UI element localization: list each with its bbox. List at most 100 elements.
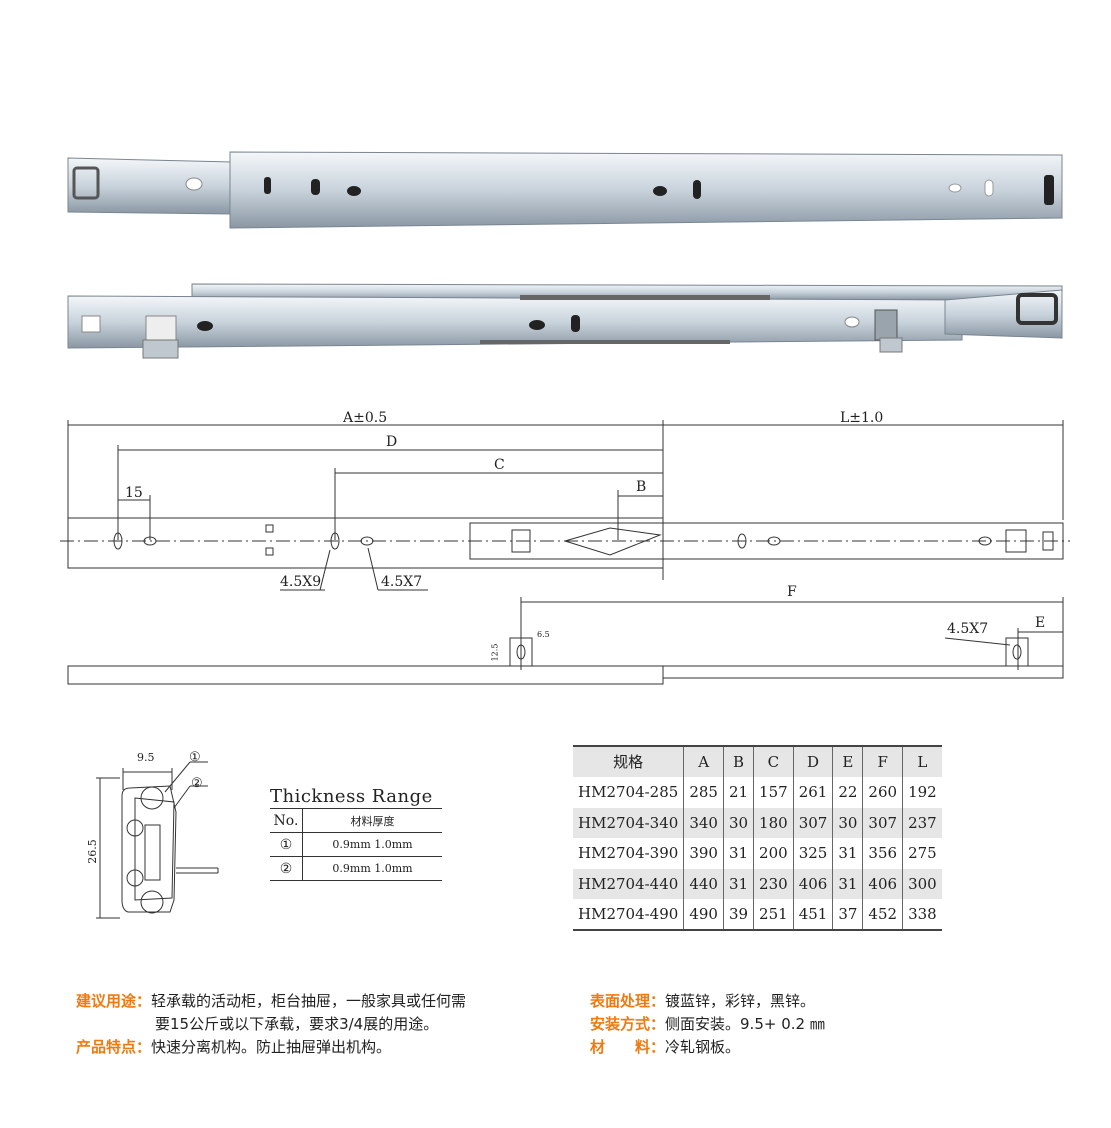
- hole-4-5x9-label: 4.5X9: [280, 574, 322, 590]
- row-value: 0.9mm 1.0mm: [332, 838, 413, 851]
- thickness-row: ① 0.9mm 1.0mm: [270, 833, 442, 857]
- spec-cell: HM2704-285: [578, 783, 679, 802]
- spec-cell: 440: [683, 868, 724, 899]
- callout-1: ①: [189, 750, 201, 765]
- spec-cell: HM2704-440: [578, 874, 679, 893]
- spec-cell: 261: [792, 777, 833, 808]
- spec-header-cell: 规格: [613, 753, 644, 772]
- callout-2: ②: [191, 776, 203, 791]
- slide-photo-extended: [67, 283, 1063, 359]
- header-no: No.: [270, 809, 303, 832]
- row-value: 0.9mm 1.0mm: [332, 862, 413, 875]
- spec-cell: 451: [792, 899, 833, 930]
- dim-a-label: A±0.5: [343, 410, 388, 426]
- spec-cell: 338: [902, 899, 942, 930]
- dim-l-label: L±1.0: [840, 410, 884, 426]
- spec-cell: 307: [862, 807, 903, 838]
- usage-text: 轻承载的活动柜，柜台抽屉，一般家具或任何需: [151, 992, 467, 1010]
- dim-b-label: B: [636, 479, 647, 495]
- spec-header-cell: D: [792, 746, 833, 777]
- spec-cell: HM2704-390: [578, 844, 679, 863]
- spec-cell: 325: [792, 838, 833, 869]
- spec-cell: 22: [832, 777, 863, 808]
- material-text: 冷轧钢板。: [665, 1038, 741, 1056]
- thickness-range-table: Thickness Range No. 材料厚度 ① 0.9mm 1.0mm ② 0.…: [270, 786, 442, 881]
- surface-label: 表面处理：: [590, 992, 666, 1010]
- spec-cell: 31: [832, 838, 863, 869]
- spec-cell: HM2704-340: [578, 813, 679, 832]
- technical-drawing: [60, 420, 1070, 685]
- spec-cell: 251: [753, 899, 794, 930]
- row-no: ②: [270, 857, 303, 880]
- spec-header-cell: B: [722, 746, 754, 777]
- feature-text: 快速分离机构。防止抽屉弹出机构。: [151, 1038, 392, 1056]
- dim-f-label: F: [787, 584, 797, 600]
- spec-cell: HM2704-490: [578, 905, 679, 924]
- usage-text-2: 要15公斤或以下承载，要求3/4展的用途。: [155, 1015, 439, 1033]
- thickness-header-row: No. 材料厚度: [270, 809, 442, 833]
- spec-cell: 30: [832, 807, 863, 838]
- spec-header-cell: F: [862, 746, 903, 777]
- dim-d-label: D: [386, 434, 398, 450]
- spec-cell: 21: [722, 777, 754, 808]
- spec-cell: 31: [722, 838, 754, 869]
- spec-cell: 237: [902, 807, 942, 838]
- spec-header-cell: L: [902, 746, 942, 777]
- spec-cell: 230: [753, 868, 794, 899]
- spec-cell: 39: [722, 899, 754, 930]
- dim-15-label: 15: [125, 485, 143, 501]
- feature-label: 产品特点：: [76, 1038, 152, 1056]
- hole-4-5x7-rear-label: 4.5X7: [947, 621, 989, 637]
- material-label: 材 料：: [590, 1038, 666, 1056]
- dim-12-5-label: 12.5: [490, 643, 500, 662]
- spec-cell: 180: [753, 807, 794, 838]
- dim-c-label: C: [494, 457, 505, 473]
- usage-label: 建议用途：: [76, 992, 152, 1010]
- spec-cell: 406: [792, 868, 833, 899]
- dim-6-5-label: 6.5: [537, 630, 550, 639]
- spec-cell: 356: [862, 838, 903, 869]
- spec-cell: 390: [683, 838, 724, 869]
- slide-photo-closed: [67, 151, 1063, 229]
- spec-cell: 31: [832, 868, 863, 899]
- spec-cell: 192: [902, 777, 942, 808]
- section-height-label: 26.5: [85, 839, 99, 864]
- spec-cell: 406: [862, 868, 903, 899]
- install-text: 侧面安装。9.5+ 0.2 ㎜: [665, 1015, 825, 1033]
- spec-cell: 452: [862, 899, 903, 930]
- spec-cell: 490: [683, 899, 724, 930]
- spec-cell: 31: [722, 868, 754, 899]
- info-left: 建议用途：轻承载的活动柜，柜台抽屉，一般家具或任何需 要15公斤或以下承载，要求…: [76, 990, 466, 1059]
- spec-cell: 260: [862, 777, 903, 808]
- section-width-label: 9.5: [137, 751, 155, 764]
- spec-cell: 30: [722, 807, 754, 838]
- spec-cell: 307: [792, 807, 833, 838]
- install-label: 安装方式：: [590, 1015, 666, 1033]
- header-material-thickness: 材料厚度: [350, 814, 395, 828]
- spec-header-cell: C: [753, 746, 794, 777]
- slide-photos: [67, 151, 1063, 359]
- spec-cell: 37: [832, 899, 863, 930]
- dim-e-label: E: [1035, 615, 1046, 631]
- hole-4-5x7-label: 4.5X7: [381, 574, 423, 590]
- thickness-title: Thickness Range: [270, 786, 442, 809]
- spec-cell: 340: [683, 807, 724, 838]
- spec-header-cell: A: [683, 746, 724, 777]
- cross-section-drawing: [96, 761, 219, 919]
- spec-header-cell: E: [832, 746, 863, 777]
- spec-cell: 200: [753, 838, 794, 869]
- spec-cell: 275: [902, 838, 942, 869]
- spec-cell: 157: [753, 777, 794, 808]
- row-no: ①: [270, 833, 303, 856]
- surface-text: 镀蓝锌，彩锌，黑锌。: [665, 992, 816, 1010]
- thickness-row: ② 0.9mm 1.0mm: [270, 857, 442, 881]
- spec-cell: 285: [683, 777, 724, 808]
- spec-cell: 300: [902, 868, 942, 899]
